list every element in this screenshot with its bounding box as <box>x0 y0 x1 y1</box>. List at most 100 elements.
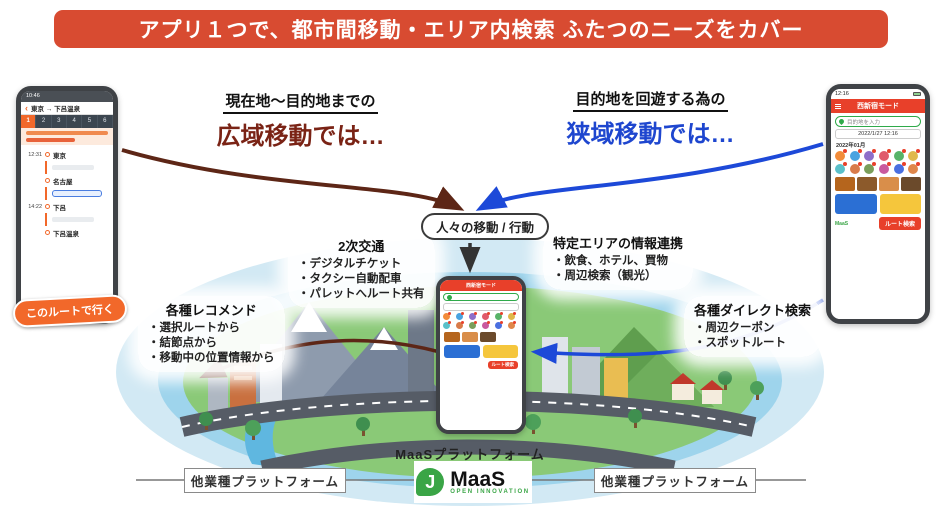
summary-bar <box>26 131 108 135</box>
stop-name: 名古屋 <box>53 178 73 186</box>
itinerary-stop: 14:22 下呂 <box>25 200 109 213</box>
promo-tile-yellow[interactable] <box>482 345 518 358</box>
route-search-button[interactable]: ルート検索 <box>487 361 518 369</box>
category-icon[interactable] <box>893 149 906 161</box>
jmaas-logo-mark: J <box>416 468 445 496</box>
category-icon[interactable] <box>469 321 477 329</box>
destination-search-field[interactable]: 目的地を入力 <box>835 116 921 127</box>
category-icon[interactable] <box>864 149 877 161</box>
spot-photo[interactable] <box>857 177 877 191</box>
route-tab[interactable]: 5 <box>82 115 98 128</box>
annotation-area-info: 特定エリアの情報連携 ・飲食、ホテル、買物 ・周辺検索（観光） <box>543 229 694 290</box>
datetime-field[interactable] <box>443 303 519 311</box>
category-icon[interactable] <box>849 149 862 161</box>
category-icon[interactable] <box>456 321 464 329</box>
battery-icon <box>913 92 921 96</box>
stop-dot-icon <box>45 178 50 183</box>
annotation-item: ・パレットへルート共有 <box>298 288 425 300</box>
category-icon[interactable] <box>508 321 516 329</box>
summary-bar <box>26 138 76 142</box>
spot-photo-strip <box>440 331 522 344</box>
datetime-field[interactable]: 2022/1/27 12:16 <box>835 129 921 139</box>
left-phone-route-title: 東京 → 下呂温泉 <box>31 106 81 113</box>
itinerary-segment <box>45 161 109 174</box>
route-search-button[interactable]: ルート検索 <box>878 217 921 230</box>
annotation-secondary-transit: 2次交通 ・デジタルチケット ・タクシー自動配車 ・パレットへルート共有 <box>288 232 435 308</box>
back-icon[interactable]: ‹ <box>25 102 28 113</box>
category-icon[interactable] <box>495 312 503 320</box>
search-placeholder: 目的地を入力 <box>847 119 881 126</box>
left-phone: 10:46 ‹ 東京 → 下呂温泉 1 2 3 4 5 6 12:31 <box>12 86 128 328</box>
category-icon[interactable] <box>482 312 490 320</box>
annotation-item: ・飲食、ホテル、買物 <box>553 255 668 267</box>
promo-tiles <box>831 193 925 216</box>
right-phone-header: 西新宿モード <box>831 99 925 113</box>
annotation-item: ・結節点から <box>148 337 217 349</box>
destination-search-field[interactable] <box>443 293 519 301</box>
spot-photo[interactable] <box>480 332 496 342</box>
promo-tile-blue[interactable] <box>835 194 877 214</box>
pin-icon <box>445 293 454 301</box>
category-icon[interactable] <box>879 149 891 161</box>
spot-photo[interactable] <box>901 177 921 191</box>
spot-photo[interactable] <box>444 332 460 342</box>
category-icon[interactable] <box>893 162 906 174</box>
category-icon[interactable] <box>908 149 921 161</box>
spot-photo[interactable] <box>879 177 899 191</box>
menu-icon[interactable] <box>835 103 841 110</box>
route-link-chip[interactable] <box>52 190 102 197</box>
route-tab[interactable]: 4 <box>67 115 83 128</box>
category-icon[interactable] <box>908 162 921 174</box>
spot-photo[interactable] <box>835 177 855 191</box>
maas-platform-label: MaaSプラットフォーム <box>395 447 545 462</box>
annotation-item: ・タクシー自動配車 <box>298 273 402 285</box>
center-phone-header: 西新宿モード <box>440 280 522 291</box>
route-tab[interactable]: 3 <box>52 115 67 128</box>
category-icon-grid <box>831 149 925 176</box>
headline-wide-area: 現在地〜目的地までの 広域移動では… <box>183 90 418 151</box>
route-tab[interactable]: 6 <box>98 115 113 128</box>
category-icon[interactable] <box>443 312 451 320</box>
right-phone-footer: MaaS ルート検索 <box>831 216 925 231</box>
center-phone-footer: ルート検索 <box>440 360 522 370</box>
annotation-item: ・周辺検索（観光） <box>553 270 657 282</box>
go-this-route-button[interactable]: このルートで行く <box>12 294 128 328</box>
itinerary-stop: 下呂温泉 <box>25 226 109 239</box>
category-icon[interactable] <box>443 321 451 329</box>
left-phone-statusbar: 10:46 <box>21 91 113 102</box>
promo-tile-yellow[interactable] <box>879 194 921 214</box>
category-icon[interactable] <box>879 162 891 174</box>
category-icon[interactable] <box>469 312 477 320</box>
stop-time: 14:22 <box>28 203 42 210</box>
other-industry-platform-right: 他業種プラットフォーム <box>594 468 756 493</box>
annotation-direct-search: 各種ダイレクト検索 ・周辺クーポン ・スポットルート <box>684 296 822 357</box>
annotation-item: ・スポットルート <box>694 337 786 349</box>
route-option-tabs[interactable]: 1 2 3 4 5 6 <box>21 115 113 128</box>
category-icon-grid <box>440 312 522 331</box>
spot-photo[interactable] <box>462 332 478 342</box>
jmaas-logo: J MaaS OPEN INNOVATION <box>414 461 532 503</box>
category-icon[interactable] <box>482 321 490 329</box>
headline-wide-line1: 現在地〜目的地までの <box>223 90 378 114</box>
category-icon[interactable] <box>456 312 464 320</box>
annotation-item: ・選択ルートから <box>148 322 240 334</box>
promo-tile-blue[interactable] <box>444 345 480 358</box>
category-icon[interactable] <box>835 149 847 161</box>
category-icon[interactable] <box>849 162 862 174</box>
category-icon[interactable] <box>495 321 503 329</box>
category-icon[interactable] <box>835 162 847 174</box>
pin-icon <box>837 117 846 126</box>
route-tab[interactable]: 2 <box>36 115 52 128</box>
right-phone: 12:16 西新宿モード 目的地を入力 2022/1/27 12:16 2022… <box>826 84 930 324</box>
app-mode-title: 西新宿モード <box>465 283 496 289</box>
stop-name: 下呂温泉 <box>53 230 79 238</box>
title-banner: アプリ１つで、都市間移動・エリア内検索 ふたつのニーズをカバー <box>54 10 888 48</box>
stop-time: 12:31 <box>28 151 42 158</box>
category-icon[interactable] <box>864 162 877 174</box>
annotation-title: 各種ダイレクト検索 <box>694 303 812 318</box>
center-phone: 西新宿モード ルート検索 <box>436 276 526 434</box>
jmaas-logo-tagline: OPEN INNOVATION <box>450 488 530 495</box>
route-tab[interactable]: 1 <box>21 115 37 128</box>
category-icon[interactable] <box>508 312 516 320</box>
